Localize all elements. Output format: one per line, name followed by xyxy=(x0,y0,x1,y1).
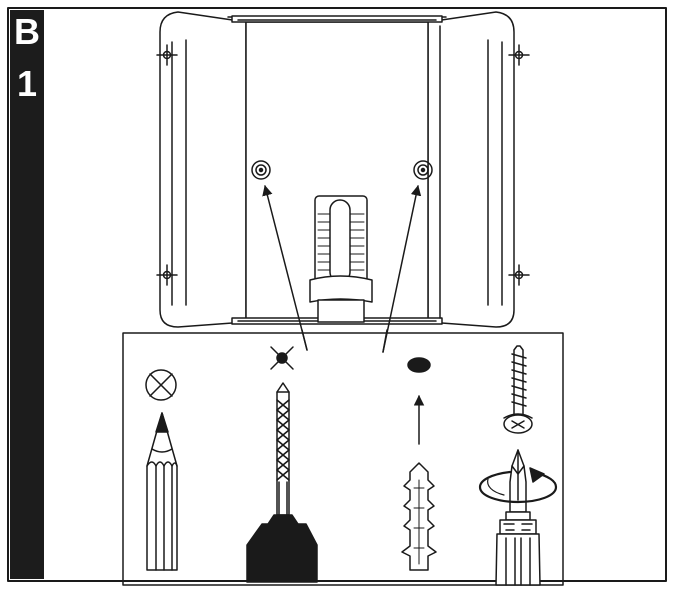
flap-mount-crosshair-icon xyxy=(156,264,178,286)
rotate-clockwise-icon xyxy=(478,467,558,504)
circled-x-icon xyxy=(145,369,177,401)
wall-plug-icon xyxy=(401,462,437,571)
flap-mount-crosshair-icon xyxy=(508,264,530,286)
screw-hole-left-icon xyxy=(251,160,271,180)
screw-hole-right-icon xyxy=(413,160,433,180)
pointer-arrow-right xyxy=(382,184,422,353)
bracket-right-flap xyxy=(427,11,515,328)
drill-point-icon xyxy=(270,346,294,370)
pointer-arrow-left xyxy=(262,184,308,351)
pencil-icon xyxy=(146,412,178,571)
tool-panel xyxy=(122,332,564,586)
section-letter: B xyxy=(14,11,40,52)
bracket-latch xyxy=(309,195,373,323)
step-sidebar xyxy=(10,10,44,579)
flap-mount-crosshair-icon xyxy=(508,44,530,66)
step-number: 1 xyxy=(16,63,38,104)
outer-frame xyxy=(7,7,667,582)
hole-icon xyxy=(407,357,431,373)
screwdriver-icon xyxy=(495,449,541,586)
wall-bracket xyxy=(156,11,530,328)
drill-bit-icon xyxy=(246,382,318,583)
bracket-left-flap xyxy=(159,11,247,328)
screw-icon xyxy=(503,345,533,434)
flap-mount-crosshair-icon xyxy=(156,44,178,66)
